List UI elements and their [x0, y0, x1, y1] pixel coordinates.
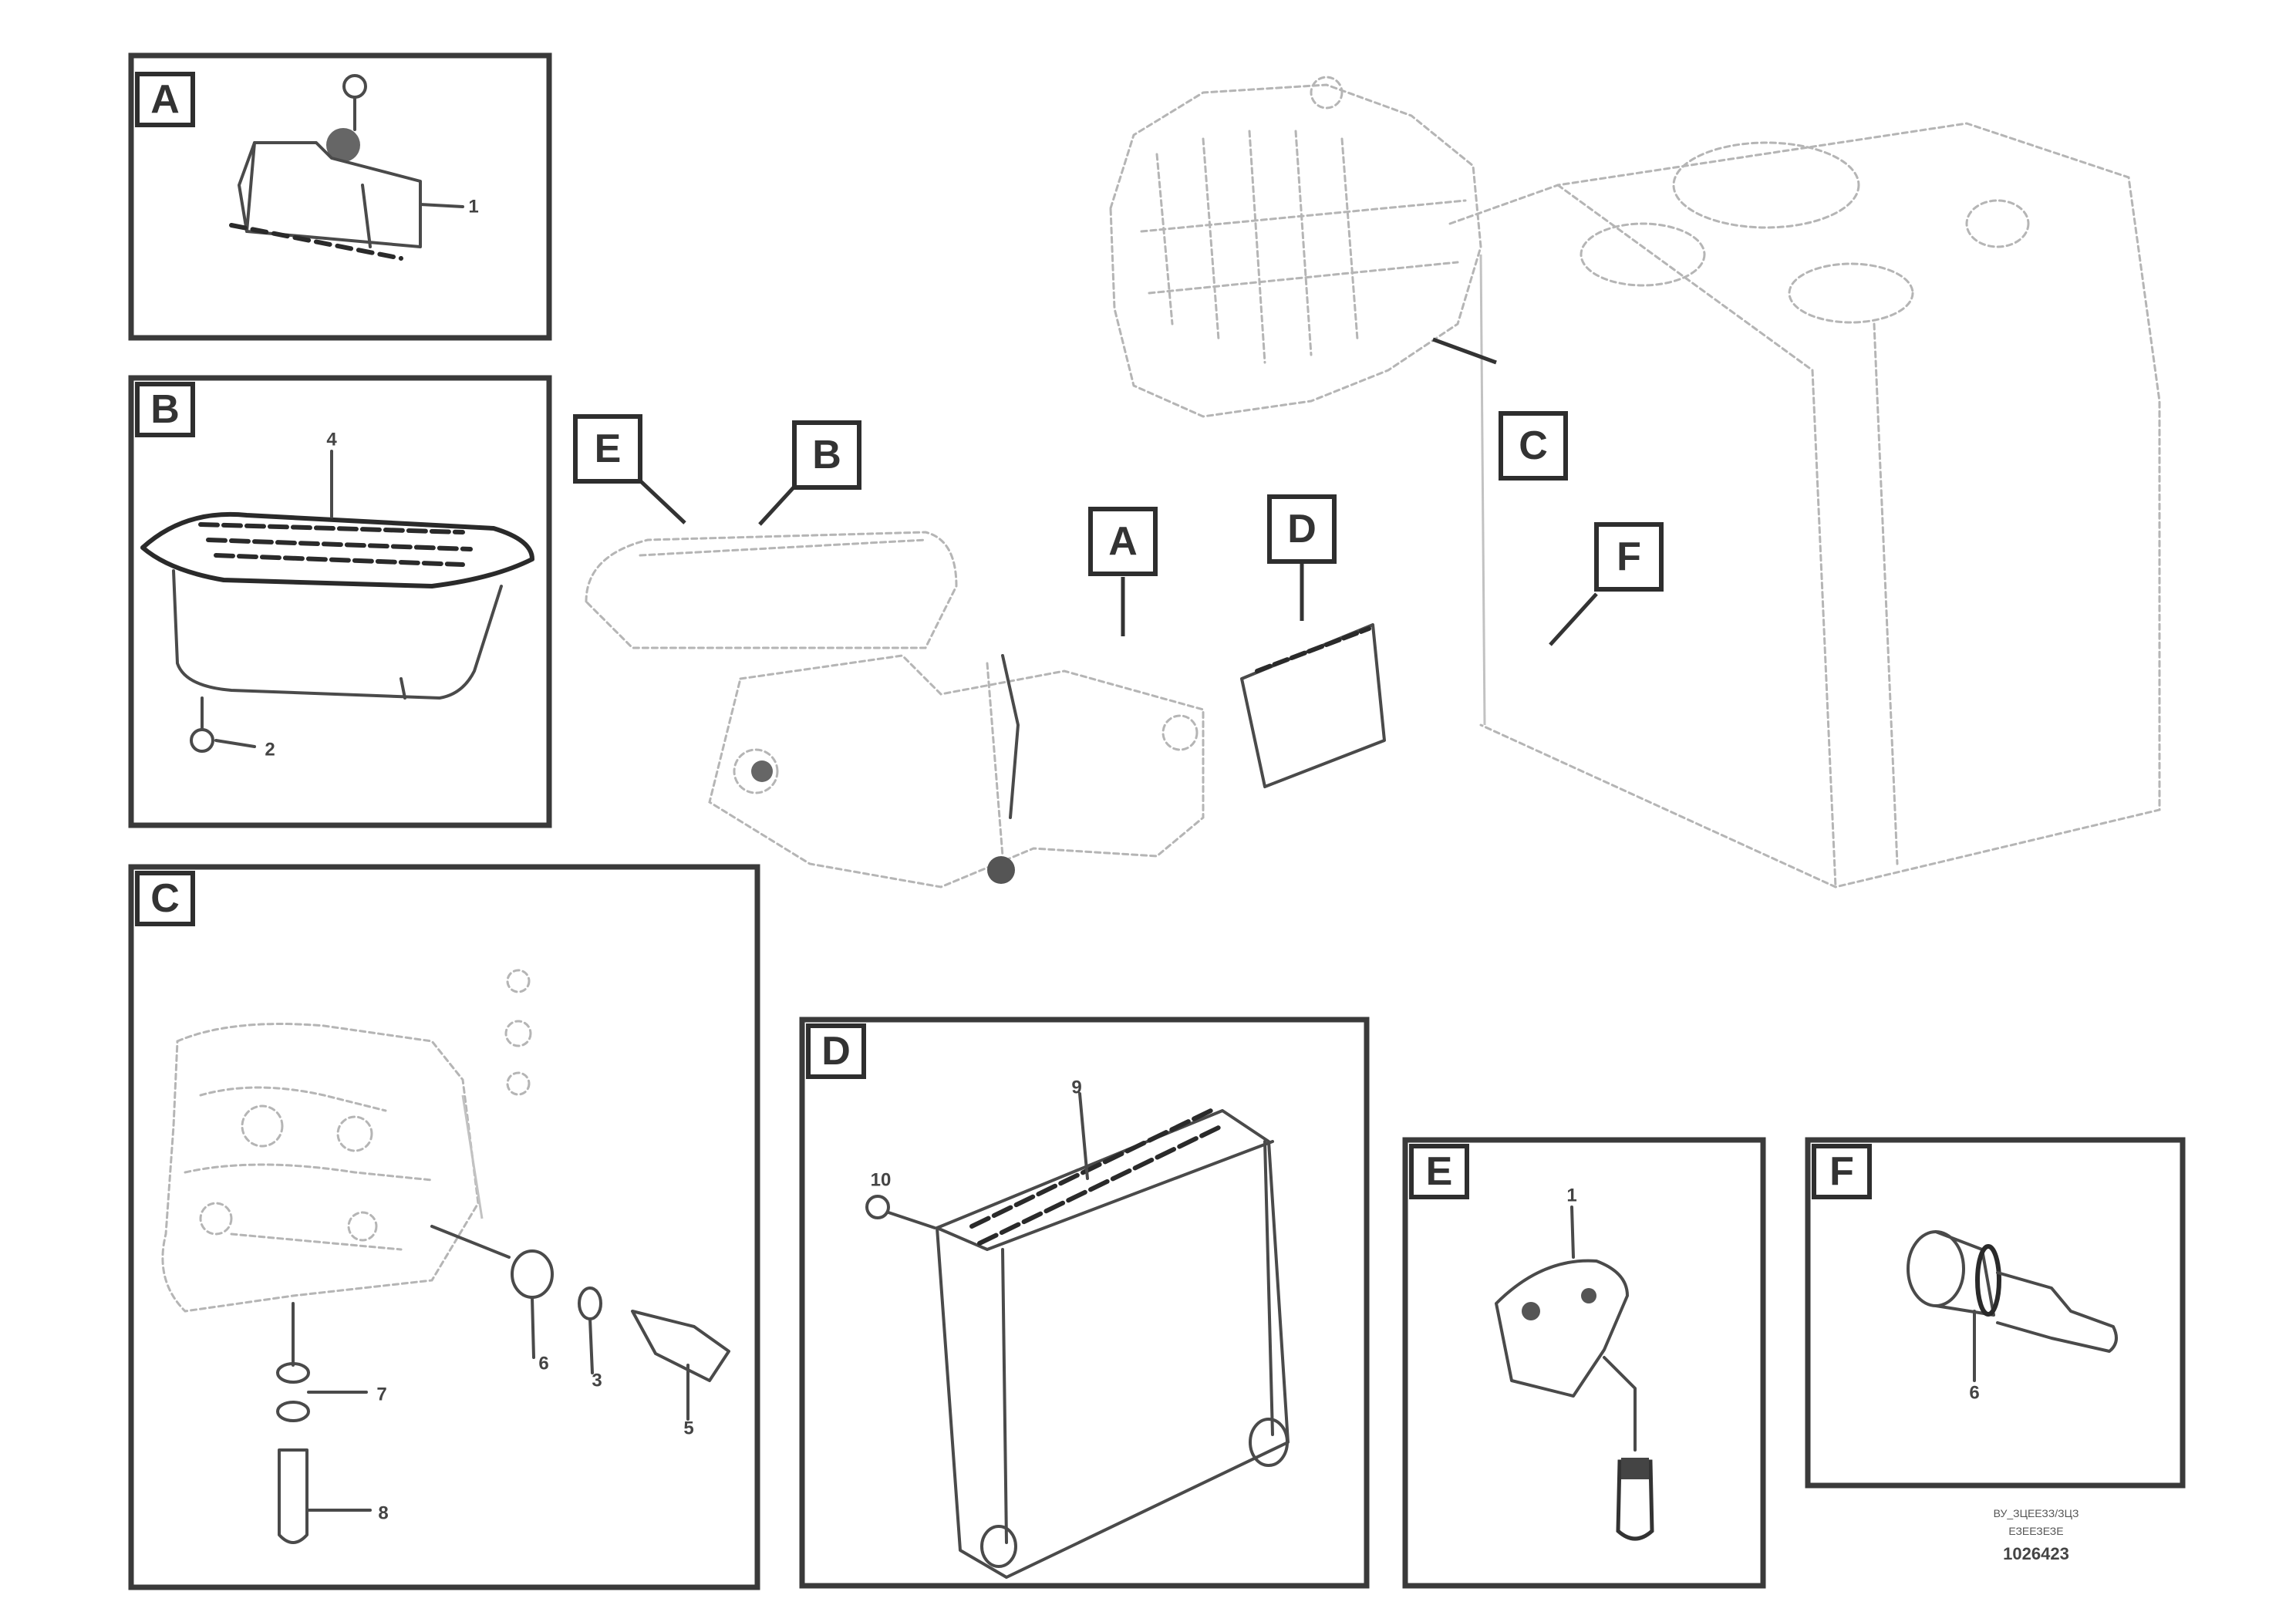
- panel-f: F 6: [1805, 1137, 2186, 1489]
- part-number-3: 3: [592, 1371, 602, 1391]
- panel-f-letter: F: [1829, 1149, 1854, 1194]
- switch-e-drawing: [1495, 1206, 1654, 1541]
- callout-c: C: [1519, 423, 1548, 468]
- control-unit-drawing: [865, 1092, 1290, 1579]
- part-number-8: 8: [378, 1503, 388, 1524]
- callout-e: E: [595, 427, 622, 471]
- machine-overview: E B A D C F: [573, 76, 2161, 889]
- part-number-9: 9: [1071, 1077, 1081, 1098]
- part-number-6-f: 6: [1969, 1383, 1979, 1404]
- switch-drawing: [229, 74, 464, 261]
- reference-line-1: ВУ_ЗЦЕЕЗЗ/ЗЦЗ: [1994, 1507, 2079, 1519]
- panel-e: E 1: [1402, 1137, 1766, 1589]
- part-number-10: 10: [871, 1170, 892, 1191]
- reference-code: 1026423: [2003, 1544, 2069, 1563]
- callout-a: A: [1108, 519, 1138, 564]
- panel-c: C 6 3: [128, 864, 760, 1590]
- part-number-1: 1: [468, 197, 478, 218]
- part-number-5: 5: [683, 1418, 693, 1439]
- part-number-7: 7: [376, 1384, 386, 1405]
- part-number-4: 4: [326, 430, 337, 450]
- callout-f: F: [1617, 534, 1641, 579]
- panel-b: B 4 2: [128, 375, 552, 828]
- panel-a: A 1: [128, 52, 552, 341]
- panel-e-letter: E: [1426, 1149, 1453, 1194]
- panel-d: D 9 10: [799, 1017, 1370, 1589]
- callout-b: B: [812, 433, 841, 477]
- drawing-reference: ВУ_ЗЦЕЕЗЗ/ЗЦЗ ЕЗЕЕЗЕЗЕ 1026423: [1994, 1507, 2079, 1563]
- control-panel-drawing: [140, 450, 534, 753]
- part-number-6: 6: [538, 1354, 548, 1374]
- panel-b-letter: B: [150, 387, 180, 432]
- callout-d: D: [1287, 507, 1317, 551]
- panel-d-letter: D: [821, 1029, 851, 1074]
- panel-c-letter: C: [150, 876, 180, 921]
- part-number-2: 2: [265, 740, 275, 760]
- sensor-drawing: [1907, 1230, 2118, 1382]
- valve-block-drawing: [161, 969, 730, 1544]
- panel-a-letter: A: [150, 77, 180, 122]
- part-number-1-e: 1: [1566, 1185, 1576, 1206]
- reference-line-2: ЕЗЕЕЗЕЗЕ: [2008, 1525, 2063, 1537]
